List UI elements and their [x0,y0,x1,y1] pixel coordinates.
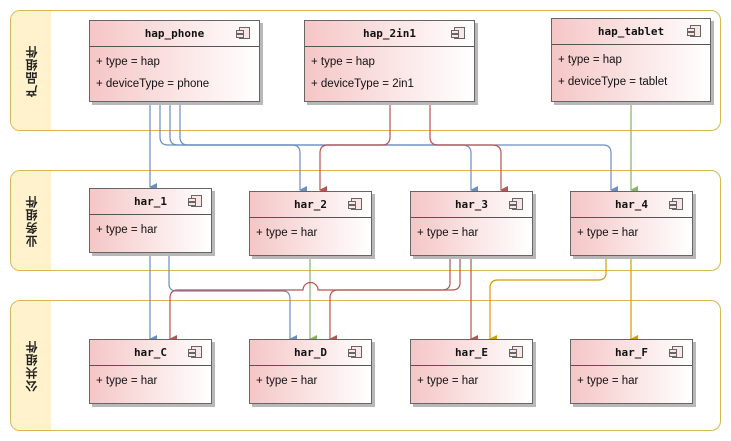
component-icon [687,25,701,37]
component-name: har_F [614,346,649,359]
component-icon [348,198,362,210]
component-header: hap_phone [90,21,259,47]
component-header: har_3 [411,192,532,218]
component-har_C[interactable]: har_C + type = har [89,339,212,404]
lane-title: 产品组件 [24,44,39,97]
component-icon [509,346,523,358]
component-icon [348,346,362,358]
component-har_1[interactable]: har_1 + type = har [89,188,212,253]
component-icon [451,27,465,39]
component-header: har_1 [90,189,211,215]
component-har_4[interactable]: har_4 + type = har [570,191,693,256]
component-hap_tablet[interactable]: hap_tablet + type = hap + deviceType = t… [551,18,711,102]
attribute: + type = hap [96,56,160,68]
component-name: har_3 [454,198,489,211]
component-icon [509,198,523,210]
component-har_E[interactable]: har_E + type = har [410,339,533,404]
component-name: hap_phone [144,27,205,40]
attribute: + type = har [96,224,158,236]
attribute: + type = har [417,227,479,239]
attribute: + type = har [256,375,318,387]
component-icon [236,27,250,39]
lane-title: 公共组件 [24,339,39,392]
component-icon [188,195,202,207]
component-attributes: + type = har [250,366,371,396]
component-har_2[interactable]: har_2 + type = har [249,191,372,256]
component-attributes: + type = hap + deviceType = tablet [552,45,710,97]
component-har_3[interactable]: har_3 + type = har [410,191,533,256]
component-name: har_4 [614,198,649,211]
attribute: + type = har [577,375,639,387]
component-har_F[interactable]: har_F + type = har [570,339,693,404]
component-header: hap_2in1 [305,21,474,47]
component-attributes: + type = hap + deviceType = 2in1 [305,47,474,99]
component-attributes: + type = hap + deviceType = phone [90,47,259,99]
component-header: har_E [411,340,532,366]
component-name: har_E [454,346,489,359]
attribute: + type = har [96,375,158,387]
component-name: har_C [133,346,168,359]
component-header: har_4 [571,192,692,218]
component-attributes: + type = har [571,366,692,396]
lane-title: 业务组件 [24,194,39,247]
component-hap_2in1[interactable]: hap_2in1 + type = hap + deviceType = 2in… [304,20,475,102]
lane-header: 业务组件 [11,171,51,270]
component-icon [669,346,683,358]
attribute: + type = hap [558,54,622,66]
component-attributes: + type = har [90,215,211,245]
component-name: har_D [293,346,328,359]
component-name: har_1 [133,195,168,208]
component-header: har_F [571,340,692,366]
component-name: har_2 [293,198,328,211]
component-hap_phone[interactable]: hap_phone + type = hap + deviceType = ph… [89,20,260,102]
lane-header: 公共组件 [11,301,51,430]
component-icon [669,198,683,210]
attribute: + type = har [417,375,479,387]
component-attributes: + type = har [411,218,532,248]
component-attributes: + type = har [571,218,692,248]
attribute: + type = har [577,227,639,239]
attribute: + deviceType = tablet [558,76,668,88]
component-har_D[interactable]: har_D + type = har [249,339,372,404]
component-icon [188,346,202,358]
attribute: + type = hap [311,56,375,68]
component-attributes: + type = har [90,366,211,396]
component-header: hap_tablet [552,19,710,45]
component-header: har_C [90,340,211,366]
component-name: hap_2in1 [363,27,416,40]
attribute: + deviceType = 2in1 [311,78,414,90]
component-name: hap_tablet [597,25,665,38]
component-attributes: + type = har [250,218,371,248]
component-header: har_D [250,340,371,366]
component-attributes: + type = har [411,366,532,396]
attribute: + type = har [256,227,318,239]
attribute: + deviceType = phone [96,78,210,90]
lane-header: 产品组件 [11,11,51,130]
component-header: har_2 [250,192,371,218]
